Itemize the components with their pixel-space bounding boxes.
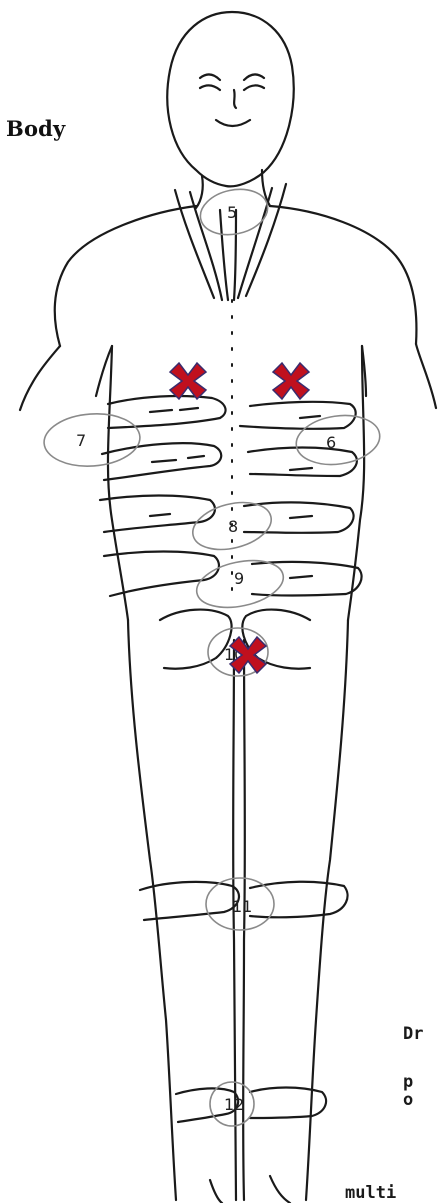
- text-p: p: [403, 1074, 413, 1090]
- left-eye-lid: [200, 85, 220, 90]
- nose: [234, 90, 236, 108]
- left-shoulder: [55, 206, 196, 346]
- pelvis-left: [160, 610, 232, 669]
- point-label-8: 8: [228, 517, 238, 536]
- right-eye: [244, 74, 264, 80]
- right-arm-outer: [416, 344, 436, 408]
- point-label-11: 11: [232, 897, 252, 916]
- point-label-6: 6: [326, 433, 336, 452]
- hand-mid-right: [248, 448, 357, 477]
- right-leg-outer: [306, 620, 348, 1200]
- left-eye: [200, 74, 220, 80]
- x-marker-left-chest: [170, 363, 206, 399]
- x-marker-right-chest: [273, 363, 309, 399]
- point-label-9: 9: [234, 569, 244, 588]
- hand-upper-left: [108, 396, 226, 428]
- torso-left: [108, 346, 128, 620]
- text-multi: multi: [345, 1183, 396, 1203]
- right-shoulder: [270, 206, 416, 344]
- hand-bottom-right: [252, 562, 362, 596]
- point-label-12: 12: [224, 1095, 244, 1114]
- neck-left: [196, 176, 203, 208]
- text-dr: Dr: [403, 1024, 423, 1044]
- neck-centre-right: [234, 210, 236, 300]
- left-arm-outer: [20, 346, 60, 410]
- feet: [210, 1176, 290, 1203]
- ankle-hand-right: [250, 1088, 326, 1119]
- left-leg-outer: [128, 620, 176, 1200]
- point-ring-7: [42, 411, 141, 470]
- page-title: Body: [6, 116, 65, 141]
- mouth: [216, 120, 250, 126]
- hand-lower-left: [100, 496, 215, 533]
- right-leg-inner-a: [243, 640, 245, 1200]
- left-leg-inner-a: [233, 640, 236, 1200]
- point-label-5: 5: [227, 203, 237, 222]
- neck-centre-left: [220, 210, 228, 300]
- right-eye-lid: [244, 85, 264, 90]
- point-label-7: 7: [76, 431, 86, 450]
- head-outline: [167, 12, 293, 186]
- text-o: o: [403, 1090, 413, 1110]
- point-ring-6: [293, 410, 383, 469]
